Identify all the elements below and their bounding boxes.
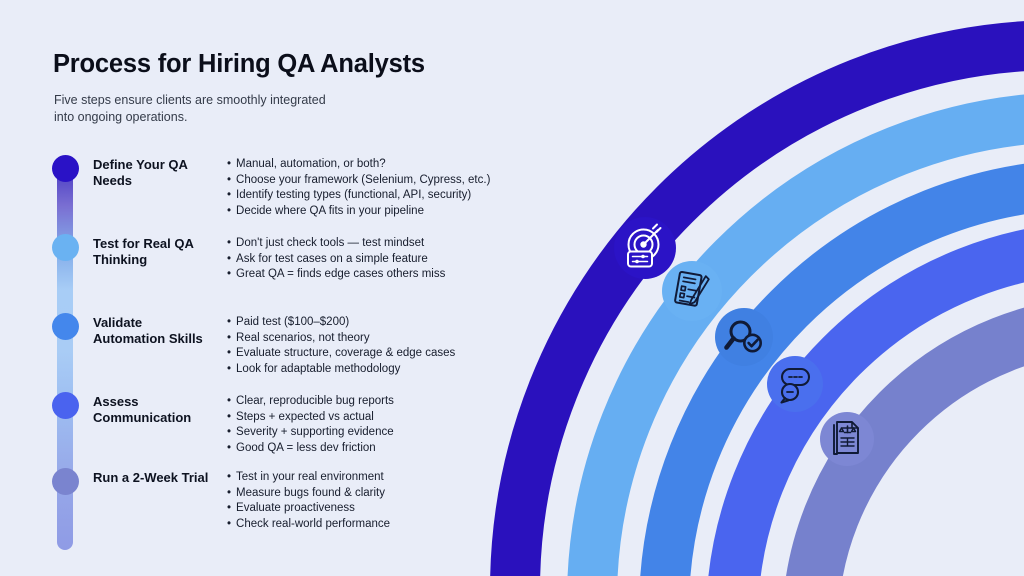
step-5-bullets: Test in your real environment Measure bu… [227,470,390,532]
bullet-item: Don't just check tools — test mindset [227,236,445,252]
bullet-item: Choose your framework (Selenium, Cypress… [227,173,490,189]
step-4-title: Assess Communication [93,394,227,426]
step-1-title: Define Your QA Needs [93,157,227,189]
step-3-bullets: Paid test ($100–$200) Real scenarios, no… [227,315,455,377]
step-2-title-line-2: Thinking [93,252,148,267]
step-3-title-line-1: Validate [93,315,143,330]
bullet-item: Clear, reproducible bug reports [227,394,394,410]
timeline-dot-1 [52,155,79,182]
step-row-2: Test for Real QA Thinking Don't just che… [93,236,445,283]
timeline-line [57,168,73,550]
step-1-title-line-1: Define Your QA [93,157,188,172]
scales-report-icon [820,412,874,466]
bullet-item: Test in your real environment [227,470,390,486]
step-1-title-line-2: Needs [93,173,133,188]
timeline-dot-5 [52,468,79,495]
bullet-item: Real scenarios, not theory [227,331,455,347]
step-row-5: Run a 2-Week Trial Test in your real env… [93,470,390,532]
step-4-bullets: Clear, reproducible bug reports Steps + … [227,394,394,456]
bullet-item: Great QA = finds edge cases others miss [227,267,445,283]
bullet-item: Identify testing types (functional, API,… [227,188,490,204]
step-5-title: Run a 2-Week Trial [93,470,227,486]
step-row-1: Define Your QA Needs Manual, automation,… [93,157,490,219]
bullet-item: Paid test ($100–$200) [227,315,455,331]
bullet-item: Steps + expected vs actual [227,410,394,426]
chat-bubbles-icon [767,356,823,412]
timeline-dot-3 [52,313,79,340]
bullet-item: Good QA = less dev friction [227,441,394,457]
bullet-item: Decide where QA fits in your pipeline [227,204,490,220]
target-arrow-icon [614,217,676,279]
bullet-item: Ask for test cases on a simple feature [227,252,445,268]
bullet-item: Severity + supporting evidence [227,425,394,441]
arc-band-5 [786,307,1024,576]
step-3-title: Validate Automation Skills [93,315,227,347]
bullet-item: Look for adaptable methodology [227,362,455,378]
bullet-item: Measure bugs found & clarity [227,486,390,502]
subtitle-line-1: Five steps ensure clients are smoothly i… [54,93,326,107]
step-2-bullets: Don't just check tools — test mindset As… [227,236,445,283]
step-3-title-line-2: Automation Skills [93,331,203,346]
timeline-dot-2 [52,234,79,261]
subtitle-line-2: into ongoing operations. [54,110,188,124]
step-1-bullets: Manual, automation, or both? Choose your… [227,157,490,219]
arc-band-4 [708,229,1024,576]
arc-band-2 [567,94,1024,576]
step-5-title-line-1: Run a 2-Week Trial [93,470,209,485]
bullet-item: Manual, automation, or both? [227,157,490,173]
arc-band-1 [490,21,1024,576]
bullet-item: Evaluate structure, coverage & edge case… [227,346,455,362]
page-title: Process for Hiring QA Analysts [53,50,425,78]
step-row-3: Validate Automation Skills Paid test ($1… [93,315,455,377]
step-2-title: Test for Real QA Thinking [93,236,227,268]
checklist-pen-icon [662,261,722,321]
step-4-title-line-1: Assess [93,394,139,409]
page-subtitle: Five steps ensure clients are smoothly i… [54,92,326,126]
arc-band-3 [640,163,1024,576]
bullet-item: Check real-world performance [227,517,390,533]
step-row-4: Assess Communication Clear, reproducible… [93,394,394,456]
timeline-dot-4 [52,392,79,419]
magnifier-check-icon [715,308,773,366]
step-2-title-line-1: Test for Real QA [93,236,194,251]
step-4-title-line-2: Communication [93,410,192,425]
bullet-item: Evaluate proactiveness [227,501,390,517]
